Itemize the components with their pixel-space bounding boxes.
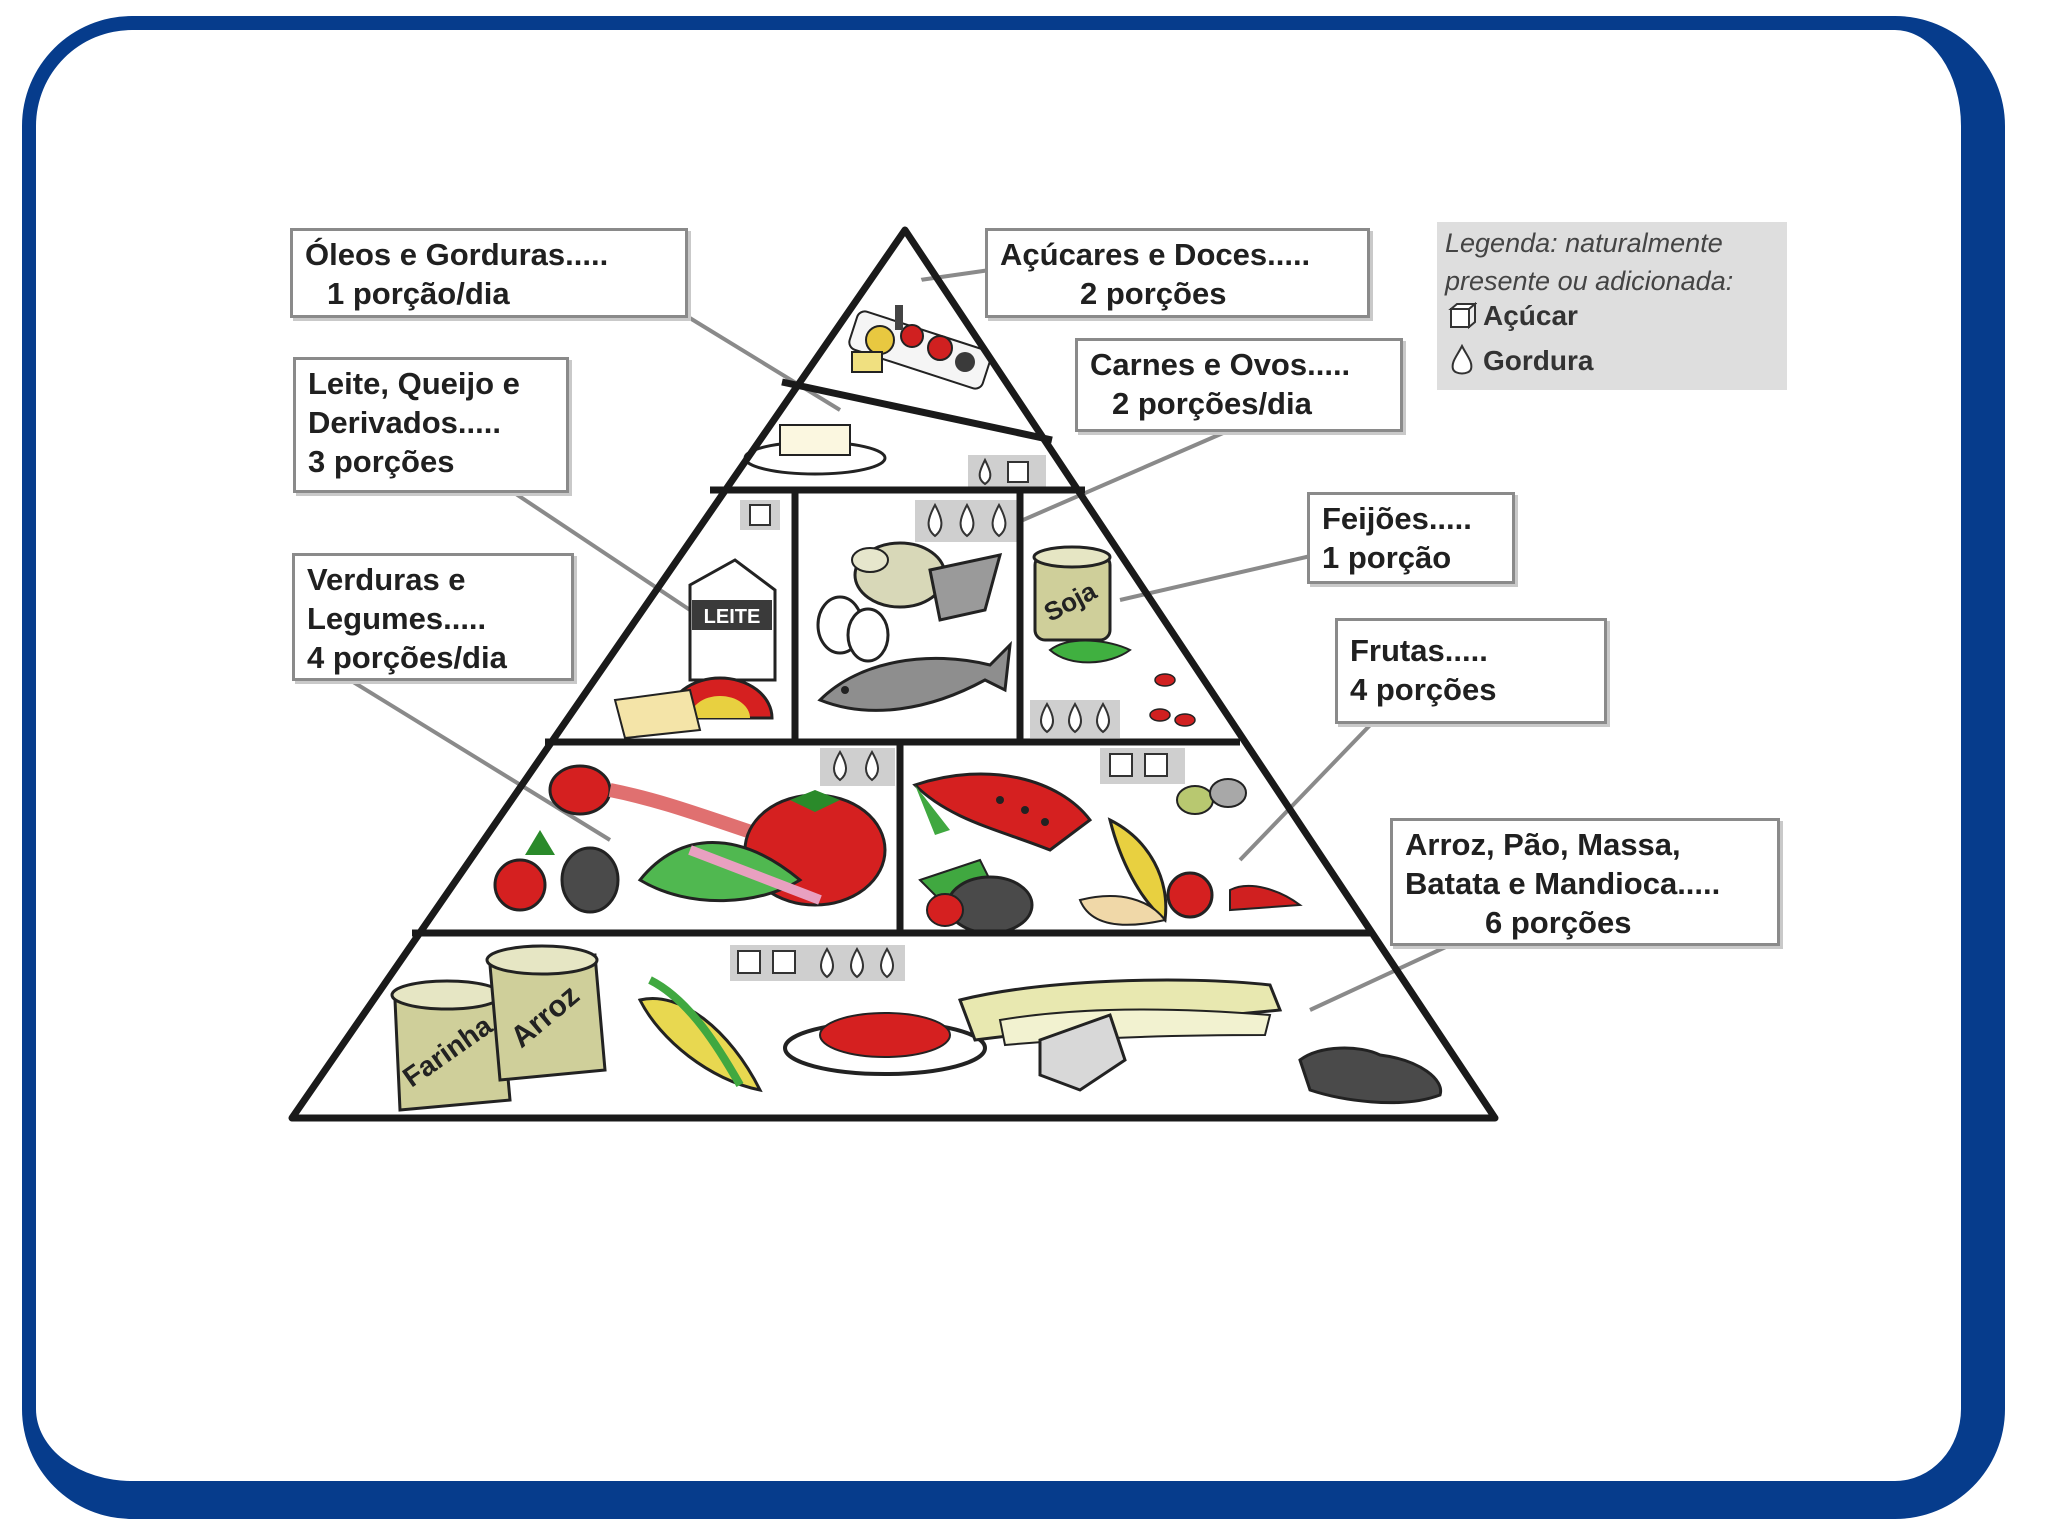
- arroz-portion: 6 porções: [1485, 905, 1632, 940]
- label-leite-queijo: Leite, Queijo e Derivados..... 3 porções: [293, 357, 569, 493]
- leite-carton-text: LEITE: [704, 606, 761, 628]
- frutas-portion: 4 porções: [1350, 672, 1497, 707]
- verduras-title-2: Legumes.....: [307, 601, 487, 636]
- oleos-title: Óleos e Gorduras.....: [305, 237, 609, 272]
- sugar-cube-icon: [1448, 301, 1477, 330]
- legend-item-fat: Gordura: [1447, 344, 1593, 378]
- arroz-title-2: Batata e Mandioca.....: [1405, 866, 1721, 901]
- verduras-title-1: Verduras e: [307, 562, 466, 597]
- oleos-portion: 1 porção/dia: [327, 276, 510, 311]
- tier-meats: [816, 500, 1020, 712]
- leite-title-2: Derivados.....: [308, 405, 501, 440]
- legend-title-1: Legenda: naturalmente: [1445, 228, 1723, 258]
- tier-grains: Farinha Arroz: [390, 944, 1443, 1112]
- feijoes-title: Feijões.....: [1322, 501, 1472, 536]
- carnes-portion: 2 porções/dia: [1112, 386, 1312, 421]
- verduras-portion: 4 porções/dia: [307, 640, 507, 675]
- tier-dairy: LEITE: [613, 500, 780, 740]
- legend: Legenda: naturalmente presente ou adicio…: [1437, 222, 1787, 390]
- legend-title-2: presente ou adicionada:: [1445, 266, 1734, 296]
- tier-vegetables: [493, 748, 895, 914]
- label-acucares-doces: Açúcares e Doces..... 2 porções: [985, 228, 1370, 318]
- tier-oils: [743, 424, 1046, 489]
- legend-sugar-label: Açúcar: [1483, 300, 1578, 331]
- tier-beans: Soja: [1030, 545, 1196, 738]
- feijoes-portion: 1 porção: [1322, 540, 1452, 575]
- label-arroz-pao: Arroz, Pão, Massa, Batata e Mandioca....…: [1390, 818, 1780, 946]
- label-frutas: Frutas..... 4 porções: [1335, 618, 1607, 724]
- leite-title-1: Leite, Queijo e: [308, 366, 520, 401]
- frutas-title: Frutas.....: [1350, 633, 1488, 668]
- leader-lines: [348, 268, 1451, 1012]
- tier-fruits: [912, 748, 1303, 935]
- acucares-portion: 2 porções: [1080, 276, 1227, 311]
- legend-fat-label: Gordura: [1483, 345, 1594, 376]
- acucares-title: Açúcares e Doces.....: [1000, 237, 1311, 272]
- label-verduras-legumes: Verduras e Legumes..... 4 porções/dia: [292, 553, 574, 681]
- legend-item-sugar: Açúcar: [1447, 300, 1578, 332]
- label-oleos-gorduras: Óleos e Gorduras..... 1 porção/dia: [290, 228, 688, 318]
- carnes-title: Carnes e Ovos.....: [1090, 347, 1351, 382]
- fat-sugar-icons-oils: [968, 455, 1046, 489]
- tier-sweets: [830, 233, 992, 390]
- leite-portion: 3 porções: [308, 444, 455, 479]
- arroz-title-1: Arroz, Pão, Massa,: [1405, 827, 1681, 862]
- label-feijoes: Feijões..... 1 porção: [1307, 492, 1515, 584]
- fat-drop-icon: [1451, 344, 1473, 375]
- pyramid-outline: [288, 226, 1499, 1122]
- label-carnes-ovos: Carnes e Ovos..... 2 porções/dia: [1075, 338, 1403, 432]
